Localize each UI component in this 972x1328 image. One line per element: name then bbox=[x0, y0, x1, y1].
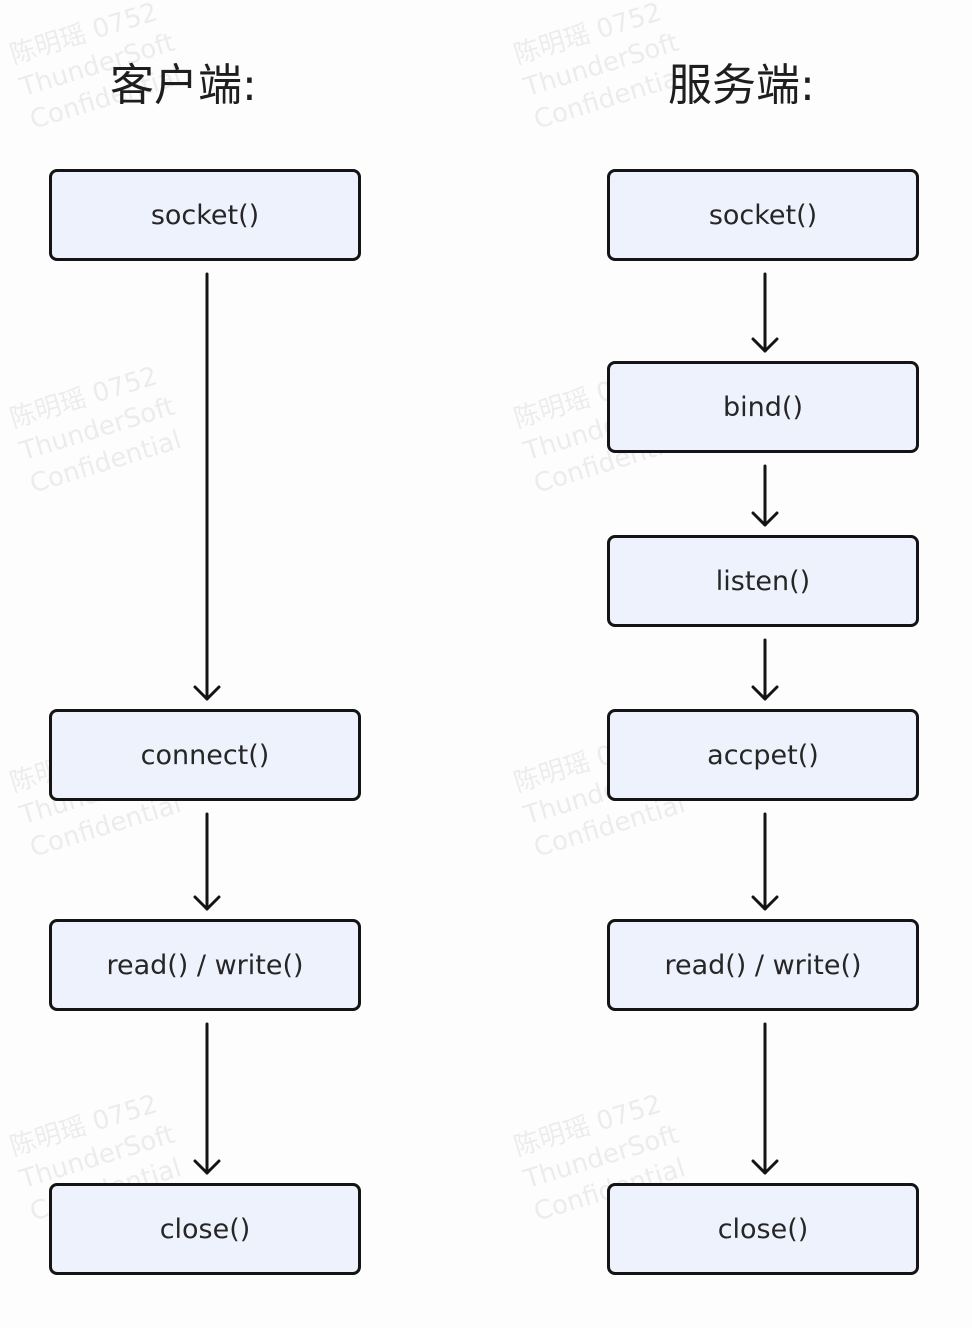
server-node-bind: bind() bbox=[607, 361, 919, 453]
server-node-socket: socket() bbox=[607, 169, 919, 261]
server-title: 服务端: bbox=[668, 60, 815, 111]
arrow-server-readwrite-to-close bbox=[751, 1022, 779, 1175]
arrow-server-socket-to-bind bbox=[751, 272, 779, 353]
arrow-client-readwrite-to-close bbox=[193, 1022, 221, 1175]
client-node-close: close() bbox=[49, 1183, 361, 1275]
server-node-close: close() bbox=[607, 1183, 919, 1275]
arrow-server-accept-to-readwrite bbox=[751, 812, 779, 911]
client-node-connect: connect() bbox=[49, 709, 361, 801]
server-node-accept: accpet() bbox=[607, 709, 919, 801]
arrow-client-socket-to-connect bbox=[193, 272, 221, 701]
arrow-server-listen-to-accept bbox=[751, 638, 779, 701]
arrow-server-bind-to-listen bbox=[751, 464, 779, 527]
client-node-socket: socket() bbox=[49, 169, 361, 261]
server-node-listen: listen() bbox=[607, 535, 919, 627]
server-node-read-write: read() / write() bbox=[607, 919, 919, 1011]
client-title: 客户端: bbox=[110, 60, 257, 111]
client-node-read-write: read() / write() bbox=[49, 919, 361, 1011]
arrow-client-connect-to-readwrite bbox=[193, 812, 221, 911]
